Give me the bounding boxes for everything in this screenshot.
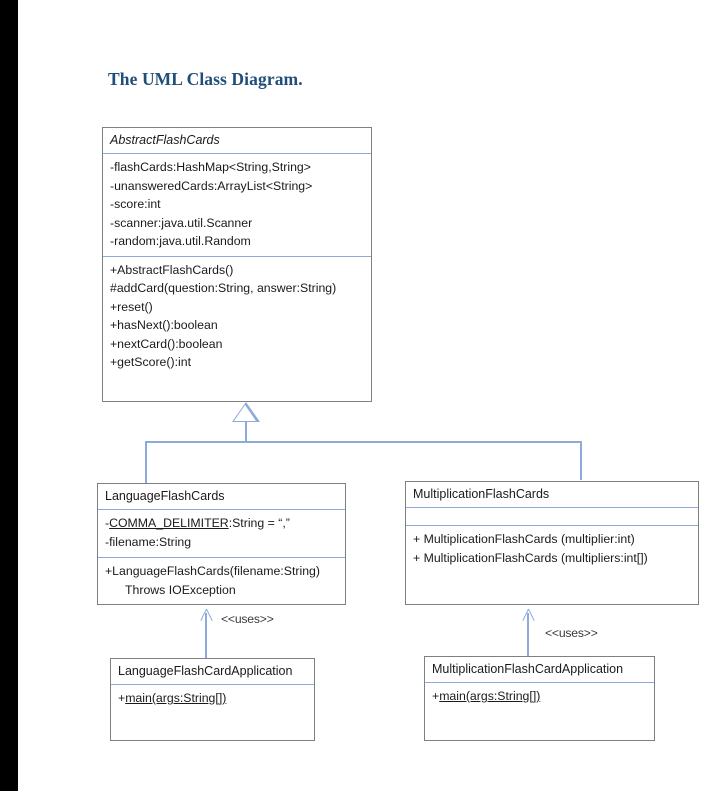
attribute-row: -score:int bbox=[110, 197, 161, 211]
generalization-crossbar bbox=[145, 441, 582, 443]
attribute-row-static: -COMMA_DELIMITER:String = “,” bbox=[105, 514, 338, 533]
class-name-multiplication-flash-cards: MultiplicationFlashCards bbox=[413, 487, 550, 501]
method-row: +LanguageFlashCards(filename:String) bbox=[105, 564, 320, 578]
class-box-multiplication-flash-cards[interactable]: MultiplicationFlashCards + Multiplicatio… bbox=[405, 481, 699, 605]
attributes-compartment: -flashCards:HashMap<String,String> -unan… bbox=[103, 153, 371, 256]
class-name-abstract-flash-cards: AbstractFlashCards bbox=[110, 133, 220, 147]
method-static-name: main(args:String[]) bbox=[439, 689, 541, 703]
method-row: + MultiplicationFlashCards (multipliers:… bbox=[413, 550, 648, 565]
class-name-compartment: LanguageFlashCards bbox=[98, 484, 345, 509]
methods-compartment: +AbstractFlashCards() #addCard(question:… bbox=[103, 255, 371, 402]
method-row: +reset() bbox=[110, 299, 153, 314]
class-name-language-flash-card-application: LanguageFlashCardApplication bbox=[118, 664, 293, 678]
class-name-compartment: MultiplicationFlashCardApplication bbox=[425, 657, 654, 682]
generalization-branch-right bbox=[580, 441, 582, 480]
class-name-compartment: LanguageFlashCardApplication bbox=[111, 659, 314, 684]
attribute-row: -filename:String bbox=[105, 534, 192, 549]
page-edge-bar bbox=[0, 0, 18, 791]
attribute-type-and-default: :String = “,” bbox=[228, 516, 290, 530]
class-box-abstract-flash-cards[interactable]: AbstractFlashCards -flashCards:HashMap<S… bbox=[102, 127, 372, 402]
attribute-static-name: COMMA_DELIMITER bbox=[109, 516, 229, 530]
methods-compartment: +main(args:String[]) bbox=[425, 682, 654, 740]
dependency-arrowhead-language-icon bbox=[198, 608, 214, 622]
method-row-continuation: Throws IOException bbox=[125, 582, 236, 597]
attribute-row: -scanner:java.util.Scanner bbox=[110, 215, 253, 230]
dependency-line-multiplication bbox=[527, 613, 529, 659]
methods-compartment: +main(args:String[]) bbox=[111, 684, 314, 740]
method-row: +getScore():int bbox=[110, 355, 191, 369]
attribute-row: -flashCards:HashMap<String,String> bbox=[110, 160, 311, 174]
class-name-compartment: MultiplicationFlashCards bbox=[406, 482, 698, 507]
class-name-language-flash-cards: LanguageFlashCards bbox=[105, 489, 225, 503]
method-visibility: + bbox=[118, 691, 126, 705]
attributes-compartment: -COMMA_DELIMITER:String = “,” -filename:… bbox=[98, 509, 345, 557]
method-static-name: main(args:String[]) bbox=[125, 691, 227, 705]
attribute-row: -unansweredCards:ArrayList<String> bbox=[110, 178, 313, 193]
method-row: + MultiplicationFlashCards (multiplier:i… bbox=[413, 532, 635, 546]
method-row: +nextCard():boolean bbox=[110, 336, 223, 351]
class-box-language-flash-card-application[interactable]: LanguageFlashCardApplication +main(args:… bbox=[110, 658, 315, 741]
method-row-static: +main(args:String[]) bbox=[118, 689, 307, 708]
page-title: The UML Class Diagram. bbox=[108, 69, 303, 89]
method-visibility: + bbox=[432, 689, 440, 703]
methods-compartment: + MultiplicationFlashCards (multiplier:i… bbox=[406, 525, 698, 604]
generalization-stem bbox=[245, 422, 247, 442]
method-row-static: +main(args:String[]) bbox=[432, 687, 647, 706]
attribute-visibility: - bbox=[105, 516, 110, 530]
method-row: #addCard(question:String, answer:String) bbox=[110, 281, 337, 295]
dependency-label-multiplication: <<uses>> bbox=[545, 626, 598, 640]
method-row: +hasNext():boolean bbox=[110, 318, 218, 332]
attributes-compartment-empty bbox=[406, 507, 698, 525]
dependency-line-language bbox=[205, 613, 207, 659]
methods-compartment: +LanguageFlashCards(filename:String) Thr… bbox=[98, 557, 345, 604]
method-row: +AbstractFlashCards() bbox=[110, 262, 234, 277]
class-box-language-flash-cards[interactable]: LanguageFlashCards -COMMA_DELIMITER:Stri… bbox=[97, 483, 346, 605]
generalization-branch-left bbox=[145, 441, 147, 483]
class-name-multiplication-flash-card-application: MultiplicationFlashCardApplication bbox=[432, 662, 624, 676]
dependency-arrowhead-multiplication-icon bbox=[520, 608, 536, 622]
attribute-row: -random:java.util.Random bbox=[110, 234, 251, 248]
class-box-multiplication-flash-card-application[interactable]: MultiplicationFlashCardApplication +main… bbox=[424, 656, 655, 741]
class-name-compartment: AbstractFlashCards bbox=[103, 128, 371, 153]
dependency-label-language: <<uses>> bbox=[221, 612, 274, 626]
